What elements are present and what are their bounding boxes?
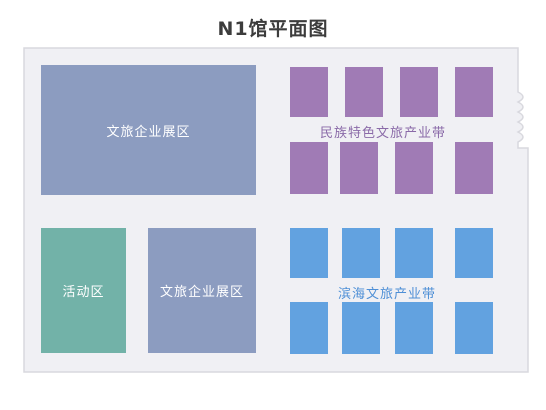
coastal-booth[interactable] xyxy=(290,228,328,278)
ethnic-booth[interactable] xyxy=(345,67,383,117)
ethnic-industry-label: 民族特色文旅产业带 xyxy=(320,126,447,141)
coastal-booth[interactable] xyxy=(290,302,328,354)
ethnic-booth[interactable] xyxy=(455,142,493,194)
coastal-industry-label: 滨海文旅产业带 xyxy=(338,287,437,302)
activity-zone[interactable]: 活动区 xyxy=(41,228,126,353)
culture-enterprise-zone-bottom[interactable]: 文旅企业展区 xyxy=(148,228,256,353)
culture-enterprise-zone-top[interactable]: 文旅企业展区 xyxy=(41,65,256,195)
ethnic-booth[interactable] xyxy=(455,67,493,117)
ethnic-booth[interactable] xyxy=(340,142,378,194)
coastal-booth[interactable] xyxy=(455,302,493,354)
culture-enterprise-zone-top-label: 文旅企业展区 xyxy=(106,124,191,140)
coastal-booth[interactable] xyxy=(342,302,380,354)
ethnic-booth[interactable] xyxy=(395,142,433,194)
ethnic-booth[interactable] xyxy=(400,67,438,117)
coastal-booth[interactable] xyxy=(455,228,493,278)
ethnic-booth[interactable] xyxy=(290,142,328,194)
culture-enterprise-zone-bottom-label: 文旅企业展区 xyxy=(159,285,244,300)
coastal-booth[interactable] xyxy=(395,302,433,354)
ethnic-booth[interactable] xyxy=(290,67,328,117)
coastal-booth[interactable] xyxy=(395,228,433,278)
activity-zone-label: 活动区 xyxy=(62,285,105,300)
coastal-booth[interactable] xyxy=(342,228,380,278)
map-title: N1馆平面图 xyxy=(217,18,329,40)
